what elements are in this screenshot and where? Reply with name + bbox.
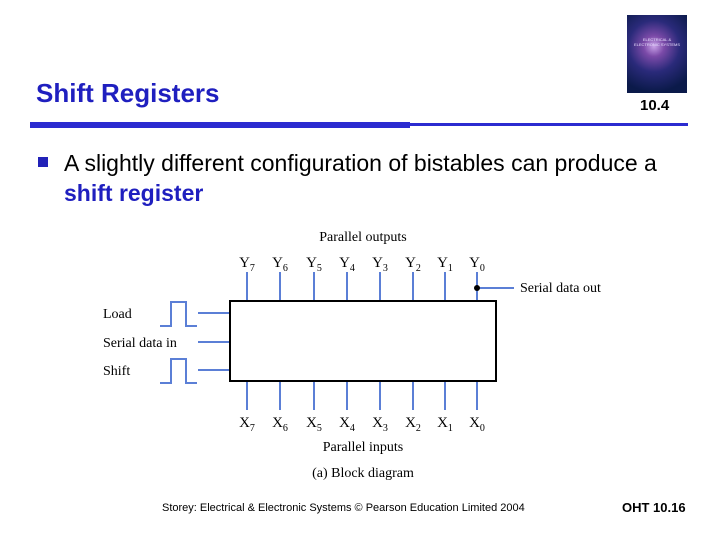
section-number: 10.4 <box>640 97 670 114</box>
parallel-input-label-x4: X4 <box>339 415 355 434</box>
register-block <box>229 300 497 382</box>
serial-out-node <box>474 285 480 291</box>
shift-register-block-diagram: Parallel outputs Y7 Y6 Y5 Y4 Y3 Y2 Y1 Y0 X7 X6 X5… <box>103 230 601 481</box>
slide-title: Shift Registers <box>36 78 220 108</box>
serial-data-out-label: Serial data out <box>520 281 601 296</box>
diagram-wires <box>198 272 514 410</box>
parallel-input-label-x2: X2 <box>405 415 421 434</box>
parallel-input-label-x0: X0 <box>469 415 485 434</box>
output-label-y6: Y6 <box>272 255 288 274</box>
output-label-y4: Y4 <box>339 255 355 274</box>
footer-page-number: OHT 10.16 <box>622 500 686 515</box>
input-label-load: Load <box>103 307 132 322</box>
output-label-y0: Y0 <box>469 255 485 274</box>
book-cover-thumbnail: ELECTRICAL & ELECTRONIC SYSTEMS <box>627 15 687 93</box>
parallel-input-labels: X7 X6 X5 X4 X3 X2 X1 X0 <box>239 415 485 434</box>
output-label-y3: Y3 <box>372 255 388 274</box>
bullet-text: A slightly different configuration of bi… <box>64 148 664 208</box>
pulse-shift <box>160 358 197 384</box>
parallel-input-label-x5: X5 <box>306 415 322 434</box>
control-pulses <box>160 301 197 384</box>
output-label-y7: Y7 <box>239 255 255 274</box>
output-labels: Y7 Y6 Y5 Y4 Y3 Y2 Y1 Y0 <box>239 255 485 274</box>
pulse-load <box>160 301 197 327</box>
parallel-input-label-x7: X7 <box>239 415 255 434</box>
output-label-y5: Y5 <box>306 255 322 274</box>
diagram-caption: (a) Block diagram <box>312 466 414 481</box>
square-bullet-icon <box>38 157 48 167</box>
bullet-text-highlight: shift register <box>64 180 204 206</box>
parallel-outputs-label: Parallel outputs <box>319 230 407 245</box>
input-label-serial-data-in: Serial data in <box>103 336 177 351</box>
book-cover-text: ELECTRICAL & ELECTRONIC SYSTEMS <box>633 37 680 47</box>
input-label-shift: Shift <box>103 364 130 379</box>
output-label-y2: Y2 <box>405 255 421 274</box>
parallel-input-label-x3: X3 <box>372 415 388 434</box>
parallel-inputs-label: Parallel inputs <box>323 440 404 455</box>
output-label-y1: Y1 <box>437 255 453 274</box>
footer-credit: Storey: Electrical & Electronic Systems … <box>162 502 525 514</box>
bullet-text-main: A slightly different configuration of bi… <box>64 150 657 176</box>
parallel-input-label-x6: X6 <box>272 415 288 434</box>
title-divider-thick <box>30 122 410 128</box>
parallel-input-label-x1: X1 <box>437 415 453 434</box>
